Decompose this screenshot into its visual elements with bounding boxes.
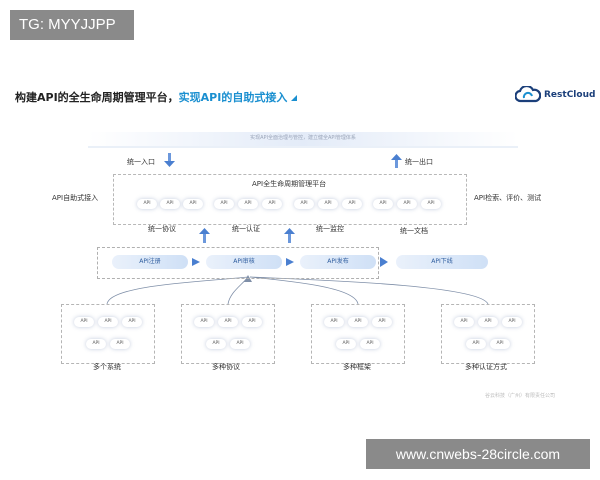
api-chip: API	[242, 317, 262, 327]
flow-step-publish: API发布	[300, 255, 376, 269]
api-chip: API	[294, 199, 314, 209]
platform-title: API全生命周期管理平台	[252, 180, 327, 188]
exit-label: 统一出口	[405, 158, 433, 166]
api-chip: API	[214, 199, 234, 209]
title-part2: 实现API的自助式接入	[178, 91, 288, 104]
api-chip: API	[206, 339, 226, 349]
logo-text: RestCloud	[544, 90, 596, 100]
api-chip: API	[194, 317, 214, 327]
api-chip: API	[230, 339, 250, 349]
api-chip: API	[336, 339, 356, 349]
api-chip: API	[218, 317, 238, 327]
api-chip: API	[421, 199, 441, 209]
api-chip: API	[137, 199, 157, 209]
api-chip: API	[318, 199, 338, 209]
flow-step-review: API审核	[206, 255, 282, 269]
banner-text: 实现API全面治理与管控，建立健全API管理体系	[250, 135, 356, 141]
system-label-3: 多种框架	[343, 363, 371, 371]
flow-arrow-3-icon	[380, 257, 388, 267]
api-chip: API	[397, 199, 417, 209]
system-box-1: API API API API API	[61, 304, 155, 364]
api-chip: API	[372, 317, 392, 327]
api-chip: API	[122, 317, 142, 327]
flow-arrow-1-icon	[192, 258, 200, 266]
cloud-icon	[515, 86, 541, 103]
api-chip: API	[110, 339, 130, 349]
api-chip: API	[342, 199, 362, 209]
flow-step-register: API注册	[112, 255, 188, 269]
api-chip: API	[478, 317, 498, 327]
api-chip: API	[373, 199, 393, 209]
api-chip: API	[262, 199, 282, 209]
up-arrow-right-icon	[284, 228, 295, 243]
api-chip: API	[160, 199, 180, 209]
group-label-docs: 统一文档	[400, 227, 428, 235]
group-label-auth: 统一认证	[232, 225, 260, 233]
system-label-2: 多种协议	[212, 363, 240, 371]
api-chip: API	[324, 317, 344, 327]
group-label-monitor: 统一监控	[316, 225, 344, 233]
api-chip: API	[183, 199, 203, 209]
api-chip: API	[466, 339, 486, 349]
title-part1: 构建API的全生命周期管理平台，	[15, 91, 179, 104]
system-box-2: API API API API API	[181, 304, 275, 364]
footer-company: 谷云科技（广州）有限责任公司	[485, 393, 556, 399]
api-chip: API	[490, 339, 510, 349]
watermark-bottom: www.cnwebs-28circle.com	[366, 439, 590, 469]
flow-arrow-2-icon	[286, 258, 294, 266]
api-chip: API	[454, 317, 474, 327]
triangle-mark-icon	[291, 95, 298, 101]
api-chip: API	[74, 317, 94, 327]
api-chip: API	[98, 317, 118, 327]
system-label-1: 多个系统	[93, 363, 121, 371]
flow-box	[97, 247, 379, 279]
entry-arrow-icon	[164, 153, 175, 167]
system-label-4: 多种认证方式	[465, 363, 507, 371]
entry-label: 统一入口	[127, 158, 155, 166]
api-chip: API	[360, 339, 380, 349]
banner-band	[88, 132, 518, 146]
api-chip: API	[348, 317, 368, 327]
page-title: 构建API的全生命周期管理平台，实现API的自助式接入	[15, 89, 298, 105]
exit-arrow-icon	[391, 154, 402, 168]
api-chip: API	[238, 199, 258, 209]
system-box-3: API API API API API	[311, 304, 405, 364]
api-chip: API	[86, 339, 106, 349]
logo: RestCloud	[515, 84, 595, 106]
flow-step-offline: API下线	[396, 255, 488, 269]
up-arrow-left-icon	[199, 228, 210, 243]
watermark-top: TG: MYYJJPP	[10, 10, 134, 40]
api-chip: API	[502, 317, 522, 327]
system-box-4: API API API API API	[441, 304, 535, 364]
right-label: API检索、评价、测试	[474, 194, 542, 202]
platform-box: API全生命周期管理平台 API API API API API API API…	[113, 174, 467, 225]
left-label: API自助式接入	[52, 194, 99, 202]
group-label-protocol: 统一协议	[148, 225, 176, 233]
